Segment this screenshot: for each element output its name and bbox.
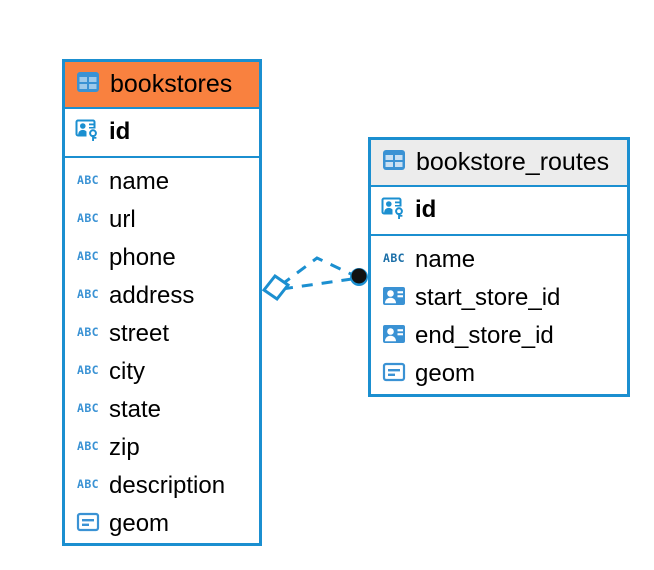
entity-table-bookstore-routes[interactable]: bookstore_routes (368, 137, 630, 397)
field-label: geom (415, 360, 476, 387)
entity-header-bookstore-routes[interactable]: bookstore_routes (371, 140, 627, 187)
field-row-geom[interactable]: geom (65, 505, 259, 543)
field-label: description (109, 472, 226, 499)
field-row-address[interactable]: ABC address (65, 277, 259, 315)
field-row-street[interactable]: ABC street (65, 315, 259, 353)
text-abc-icon: ABC (75, 281, 101, 312)
field-label: zip (109, 434, 140, 461)
field-label: start_store_id (415, 284, 561, 311)
geometry-icon (381, 359, 407, 390)
field-row-description[interactable]: ABC description (65, 467, 259, 505)
text-abc-icon: ABC (75, 471, 101, 502)
field-row-id[interactable]: id (371, 191, 627, 229)
field-row-geom[interactable]: geom (371, 355, 627, 393)
relationship-line-upper (280, 256, 354, 287)
geometry-icon (75, 509, 101, 540)
svg-text:ABC: ABC (77, 325, 99, 339)
field-label: state (109, 396, 162, 423)
field-label: end_store_id (415, 322, 554, 349)
text-abc-icon: ABC (75, 395, 101, 426)
svg-text:ABC: ABC (77, 439, 99, 453)
field-label: id (415, 196, 437, 223)
entity-header-bookstores[interactable]: bookstores (65, 62, 259, 109)
relationship-line-lower (281, 277, 353, 291)
text-abc-icon: ABC (381, 245, 407, 276)
text-abc-icon: ABC (75, 433, 101, 464)
field-label: name (109, 168, 170, 195)
table-icon (75, 69, 101, 100)
primary-key-section: id (371, 187, 627, 236)
foreign-key-icon (381, 321, 407, 352)
text-abc-icon: ABC (75, 357, 101, 388)
entity-title: bookstore_routes (416, 148, 610, 176)
text-abc-icon: ABC (75, 319, 101, 350)
svg-text:ABC: ABC (77, 401, 99, 415)
text-abc-icon: ABC (75, 167, 101, 198)
entity-title: bookstores (110, 70, 233, 98)
foreign-key-icon (381, 283, 407, 314)
field-row-zip[interactable]: ABC zip (65, 429, 259, 467)
field-row-phone[interactable]: ABC phone (65, 239, 259, 277)
primary-key-icon (381, 195, 407, 226)
field-row-id[interactable]: id (65, 113, 259, 151)
field-label: address (109, 282, 195, 309)
entity-table-bookstores[interactable]: bookstores id (62, 59, 262, 546)
text-abc-icon: ABC (75, 243, 101, 274)
primary-key-icon (75, 117, 101, 148)
field-list-bookstore-routes: ABC name start_store_id (371, 236, 627, 399)
field-label: city (109, 358, 145, 385)
filled-circle-endpoint (350, 268, 368, 286)
svg-text:ABC: ABC (77, 249, 99, 263)
svg-text:ABC: ABC (383, 251, 405, 265)
svg-text:ABC: ABC (77, 363, 99, 377)
field-row-start-store-id[interactable]: start_store_id (371, 279, 627, 317)
field-label: street (109, 320, 170, 347)
field-row-name[interactable]: ABC name (371, 241, 627, 279)
field-label: phone (109, 244, 176, 271)
svg-text:ABC: ABC (77, 211, 99, 225)
table-icon (381, 147, 407, 178)
field-label: geom (109, 510, 170, 537)
text-abc-icon: ABC (75, 205, 101, 236)
svg-text:ABC: ABC (77, 477, 99, 491)
field-row-url[interactable]: ABC url (65, 201, 259, 239)
field-row-end-store-id[interactable]: end_store_id (371, 317, 627, 355)
svg-text:ABC: ABC (77, 173, 99, 187)
field-label: name (415, 246, 476, 273)
field-list-bookstores: ABC name ABC url ABC p (65, 158, 259, 549)
field-row-name[interactable]: ABC name (65, 163, 259, 201)
field-row-city[interactable]: ABC city (65, 353, 259, 391)
primary-key-section: id (65, 109, 259, 158)
field-label: id (109, 118, 131, 145)
field-row-state[interactable]: ABC state (65, 391, 259, 429)
field-label: url (109, 206, 136, 233)
svg-text:ABC: ABC (77, 287, 99, 301)
diamond-endpoint (261, 273, 291, 302)
